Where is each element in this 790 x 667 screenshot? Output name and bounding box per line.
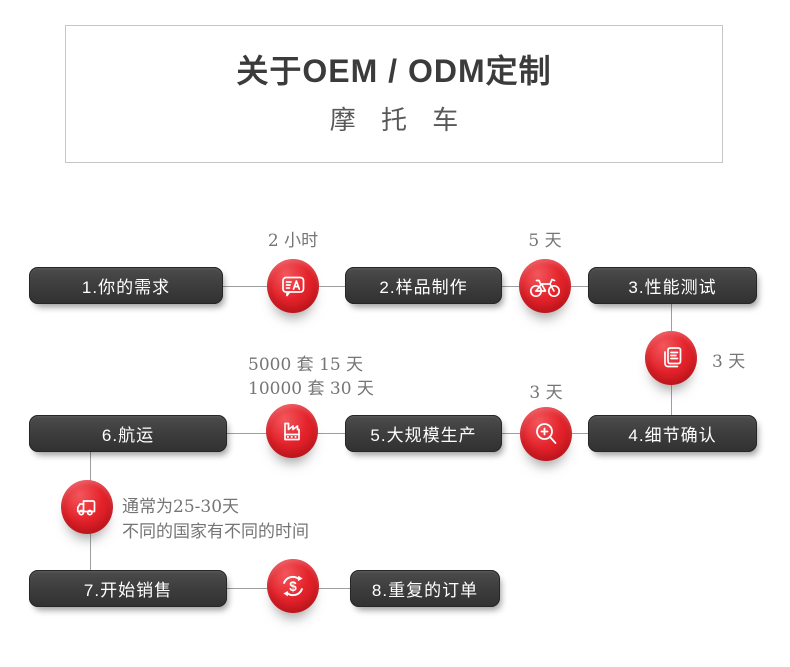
- page-title: 关于OEM / ODM定制: [236, 53, 552, 89]
- factory-icon: [276, 415, 308, 447]
- duration-label-production-2: 10000 套 30 天: [248, 379, 374, 399]
- magnifier-plus-icon: [530, 418, 562, 450]
- document-copy-icon: [655, 342, 687, 374]
- duration-label-production-1: 5000 套 15 天: [248, 355, 364, 375]
- svg-text:$: $: [289, 579, 297, 594]
- step-box-6: 6.航运: [29, 415, 227, 452]
- duration-label-details: 3 天: [529, 383, 563, 403]
- step-box-4: 4.细节确认: [588, 415, 757, 452]
- duration-label-inquiry: 2 小时: [267, 231, 319, 251]
- step-box-8: 8.重复的订单: [350, 570, 500, 607]
- dollar-cycle-icon: $: [277, 575, 309, 597]
- step-label-3: 3.性能测试: [628, 278, 717, 297]
- step-label-1: 1.你的需求: [81, 278, 171, 297]
- node-sales: $: [267, 559, 319, 613]
- step-label-4: 4.细节确认: [628, 426, 717, 445]
- step-label-2: 2.样品制作: [379, 278, 468, 297]
- duration-label-shipping-2: 不同的国家有不同的时间: [122, 522, 309, 542]
- step-box-3: 3.性能测试: [588, 267, 757, 304]
- step-box-7: 7.开始销售: [29, 570, 227, 607]
- page-subtitle: 摩 托 车: [329, 105, 468, 135]
- duration-label-sample: 5 天: [528, 231, 562, 251]
- node-inquiry: [267, 259, 319, 313]
- duration-label-testing: 3 天: [712, 352, 746, 372]
- step-box-5: 5.大规模生产: [345, 415, 502, 452]
- step-label-7: 7.开始销售: [83, 581, 173, 600]
- node-sample: [519, 259, 571, 313]
- node-testing: [645, 331, 697, 385]
- step-label-6: 6.航运: [101, 426, 155, 445]
- node-production: [266, 404, 318, 458]
- motorcycle-icon: [527, 273, 563, 299]
- truck-icon: [71, 491, 103, 523]
- step-box-2: 2.样品制作: [345, 267, 502, 304]
- node-details: [520, 407, 572, 461]
- step-label-8: 8.重复的订单: [371, 581, 479, 600]
- translate-chat-icon: [277, 270, 309, 302]
- node-shipping: [61, 480, 113, 534]
- step-label-5: 5.大规模生产: [370, 426, 477, 445]
- duration-label-shipping-1: 通常为25-30天: [122, 497, 240, 517]
- step-box-1: 1.你的需求: [29, 267, 223, 304]
- header-box: 关于OEM / ODM定制 摩 托 车: [65, 25, 723, 163]
